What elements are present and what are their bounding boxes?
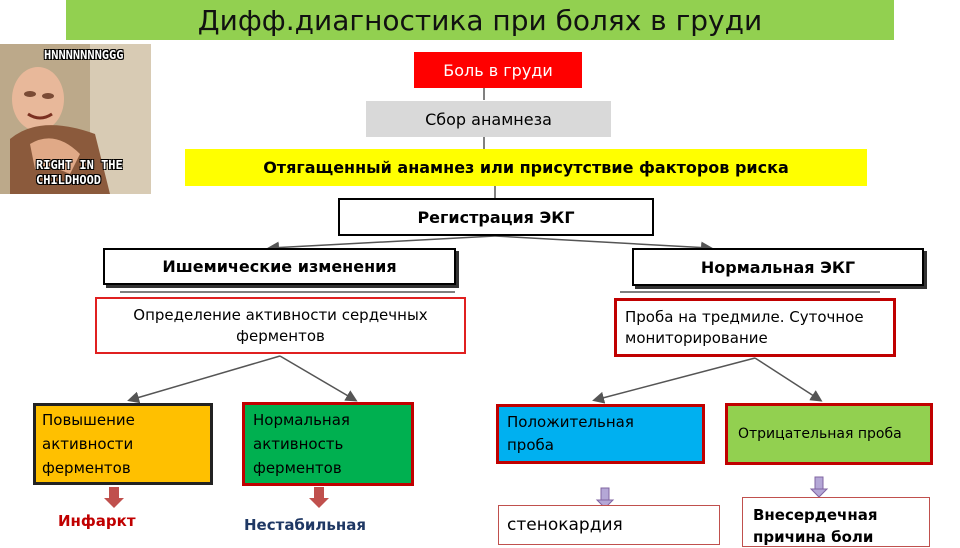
node-treadmill: Проба на тредмиле. Суточное мониторирова…: [614, 298, 896, 357]
node-ecg: Регистрация ЭКГ: [338, 198, 654, 236]
old-man-illustration: [0, 44, 151, 194]
node-normal-ecg: Нормальная ЭКГ: [632, 248, 924, 286]
node-enzyme-normal: Нормальная активность ферментов: [242, 402, 414, 486]
node-ischemic: Ишемические изменения: [103, 248, 456, 285]
node-unstable: Нестабильная: [244, 516, 367, 534]
meme-image: HNNNNNNNGGG RIGHT IN THE CHILDHOOD: [0, 44, 151, 194]
node-positive-test: Положительная проба: [496, 404, 705, 464]
node-anamnesis: Сбор анамнеза: [366, 101, 611, 137]
node-risk-factors: Отягащенный анамнез или присутствие факт…: [185, 149, 867, 186]
node-negative-test: Отрицательная проба: [725, 403, 933, 465]
node-chest-pain: Боль в груди: [414, 52, 582, 88]
meme-bottom-text: RIGHT IN THE CHILDHOOD: [36, 158, 123, 187]
node-enzymes: Определение активности сердечных фермент…: [95, 297, 466, 354]
down-arrows: [104, 476, 829, 509]
node-angina: стенокардия: [498, 505, 720, 545]
meme-top-text: HNNNNNNNGGG: [44, 48, 124, 62]
node-enzyme-increase: Повышение активности ферментов: [33, 403, 213, 485]
node-infarct: Инфаркт: [58, 512, 136, 530]
slide-title: Дифф.диагностика при болях в груди: [66, 0, 894, 40]
